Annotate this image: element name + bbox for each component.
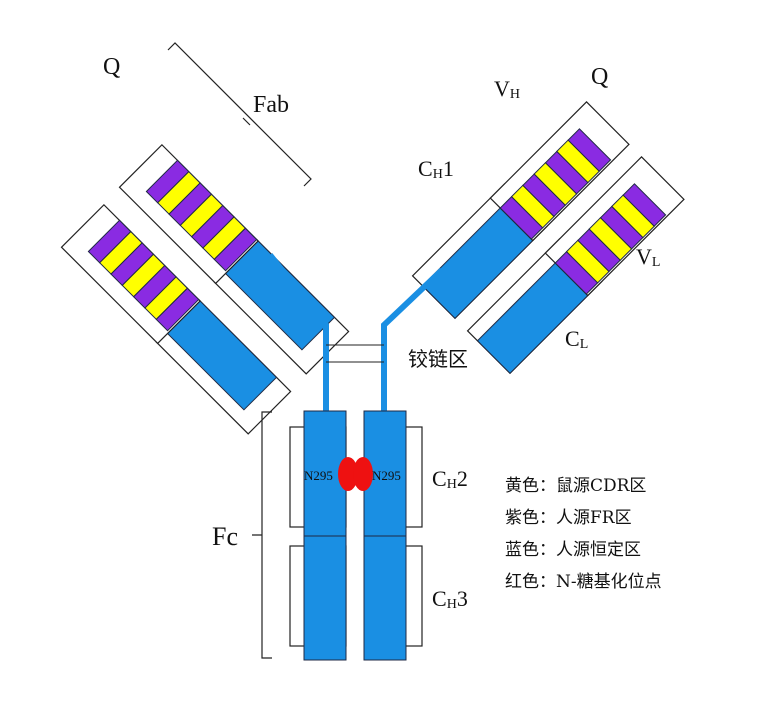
right-light-chain bbox=[466, 156, 685, 375]
label-ch1: CH1 bbox=[418, 156, 454, 182]
legend-blue: 蓝色：人源恒定区 bbox=[505, 540, 641, 560]
left-glycosylation-site bbox=[338, 457, 358, 491]
left-hinge-line bbox=[267, 253, 329, 412]
label-vl: VL bbox=[636, 244, 660, 270]
label-fc: Fc bbox=[212, 522, 238, 551]
label-hinge: 铰链区 bbox=[408, 348, 468, 371]
right-ch3-domain bbox=[363, 535, 407, 661]
legend-yellow: 黄色：鼠源CDR区 bbox=[505, 476, 647, 496]
label-n295-right: N295 bbox=[372, 468, 401, 483]
fab-bracket bbox=[167, 42, 312, 187]
legend-purple: 紫色：人源FR区 bbox=[505, 508, 632, 528]
left-heavy-chain bbox=[118, 143, 350, 375]
label-q-right: Q bbox=[591, 64, 608, 90]
right-hinge-line bbox=[381, 267, 445, 412]
label-vh: VH bbox=[494, 76, 520, 102]
left-ch3-domain bbox=[303, 535, 347, 661]
left-light-chain bbox=[60, 203, 292, 435]
label-ch3: CH3 bbox=[432, 586, 468, 612]
label-fab: Fab bbox=[253, 92, 289, 118]
legend-red: 红色：N-糖基化位点 bbox=[505, 572, 662, 592]
right-heavy-chain bbox=[411, 101, 630, 320]
label-cl: CL bbox=[565, 326, 588, 352]
label-ch2: CH2 bbox=[432, 466, 468, 492]
label-q-left: Q bbox=[103, 54, 120, 80]
fc-bracket bbox=[252, 411, 272, 659]
right-glycosylation-site bbox=[353, 457, 373, 491]
color-legend: 黄色：鼠源CDR区 紫色：人源FR区 蓝色：人源恒定区 红色：N-糖基化位点 bbox=[505, 470, 662, 598]
label-n295-left: N295 bbox=[304, 468, 333, 483]
